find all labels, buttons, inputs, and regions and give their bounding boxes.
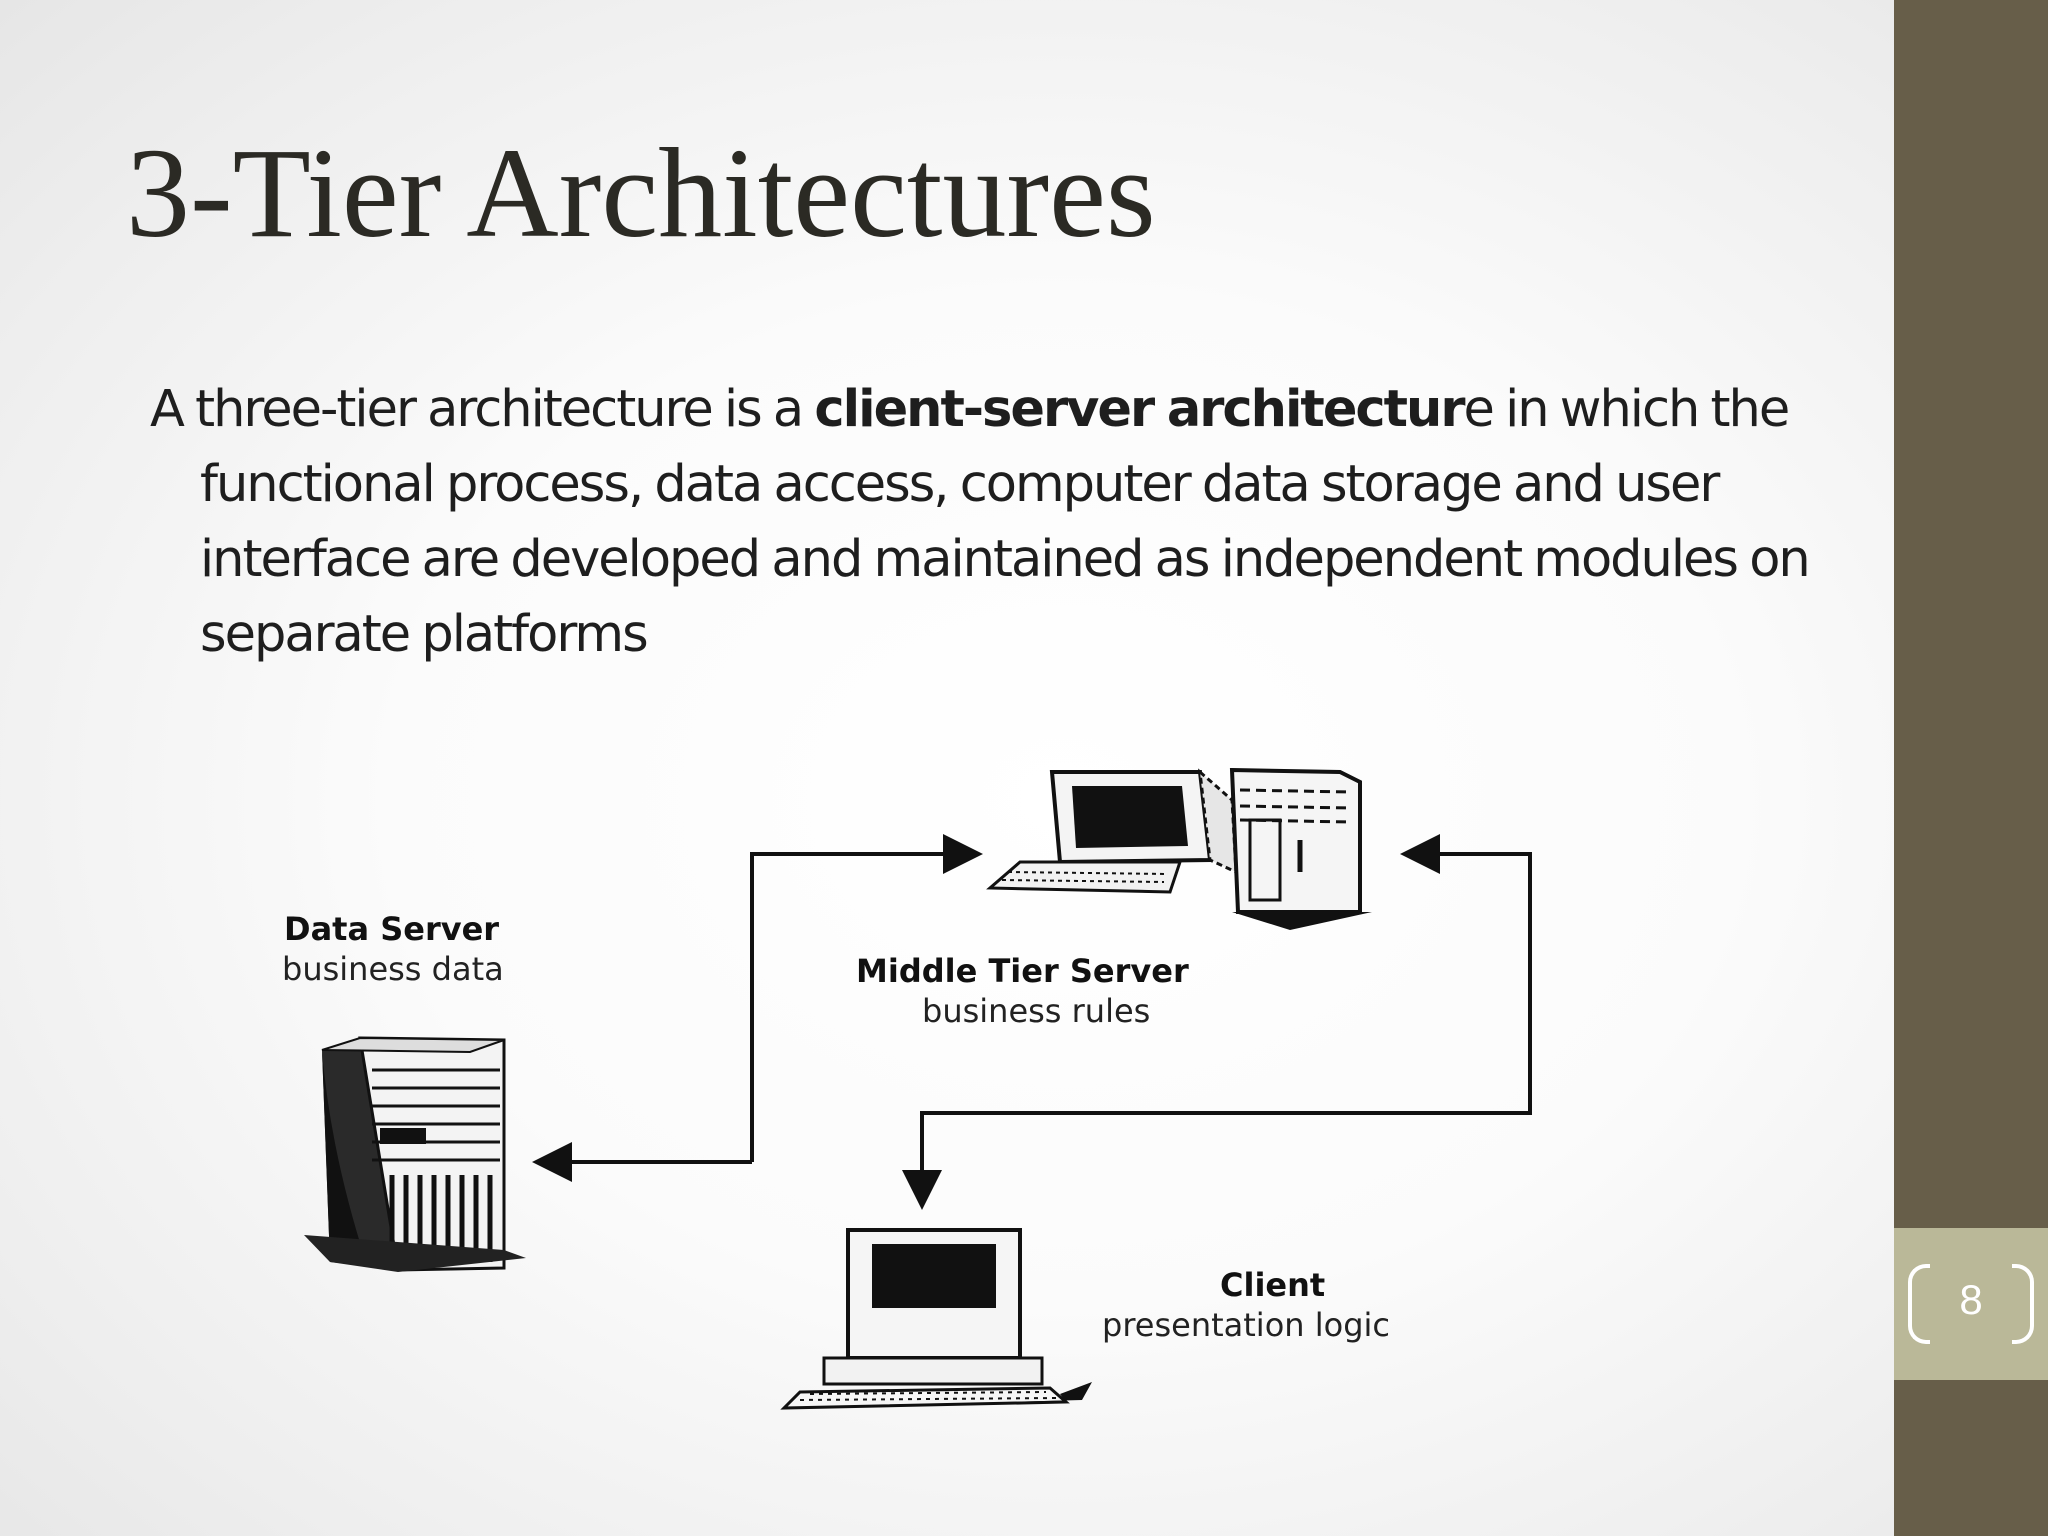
slide-title: 3-Tier Architectures bbox=[126, 122, 1156, 264]
desktop-computer-icon bbox=[780, 1228, 1092, 1410]
data-server-title: Data Server bbox=[284, 910, 500, 948]
body-text-bold: client-server architectur bbox=[814, 380, 1465, 439]
middle-tier-subtitle: business rules bbox=[922, 992, 1151, 1030]
connector-data-to-middle bbox=[532, 834, 983, 1182]
page-number: 8 bbox=[1959, 1276, 1983, 1323]
server-tower-icon bbox=[304, 1036, 526, 1272]
left-bracket-icon bbox=[1908, 1264, 1930, 1344]
body-paragraph: A three-tier architecture is a client-se… bbox=[150, 372, 1840, 672]
data-server-subtitle: business data bbox=[282, 950, 504, 988]
body-text-part2: e in which the functional process, data … bbox=[200, 380, 1811, 664]
middle-tier-title: Middle Tier Server bbox=[856, 952, 1189, 990]
body-text-part1: A three-tier architecture is a bbox=[150, 380, 815, 439]
page-number-box: 8 bbox=[1894, 1228, 2048, 1380]
right-bracket-icon bbox=[2012, 1264, 2034, 1344]
workstation-with-server-icon bbox=[986, 767, 1372, 930]
client-title: Client bbox=[1220, 1266, 1326, 1304]
client-subtitle: presentation logic bbox=[1102, 1306, 1390, 1344]
